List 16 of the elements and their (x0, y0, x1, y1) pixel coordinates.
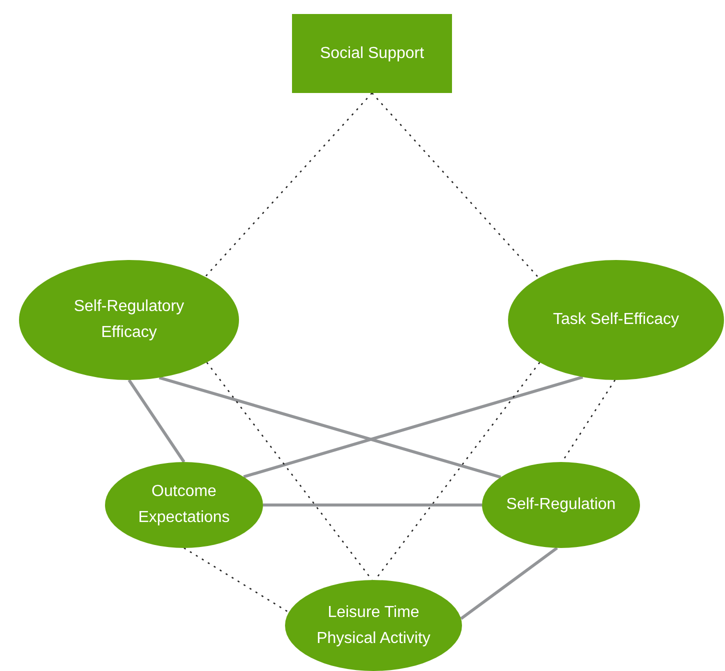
node-label: Self-Regulatory Efficacy (72, 297, 186, 343)
node-label: Self-Regulation (506, 495, 616, 515)
connector-line (243, 376, 584, 478)
factor-box (292, 14, 452, 93)
node-label: Outcome Expectations (137, 482, 231, 528)
node-label: Task Self-Efficacy (553, 310, 679, 330)
dotted-connector (184, 547, 290, 613)
dotted-connector (206, 362, 373, 580)
node-label: Social Support (320, 44, 424, 64)
node-label: Leisure Time Physical Activity (316, 602, 432, 648)
dotted-connector (372, 92, 540, 278)
connector-line (128, 379, 186, 463)
dotted-connector (204, 92, 372, 278)
connector-line (158, 376, 502, 479)
connector-line (263, 504, 482, 506)
connector-line (460, 546, 558, 620)
